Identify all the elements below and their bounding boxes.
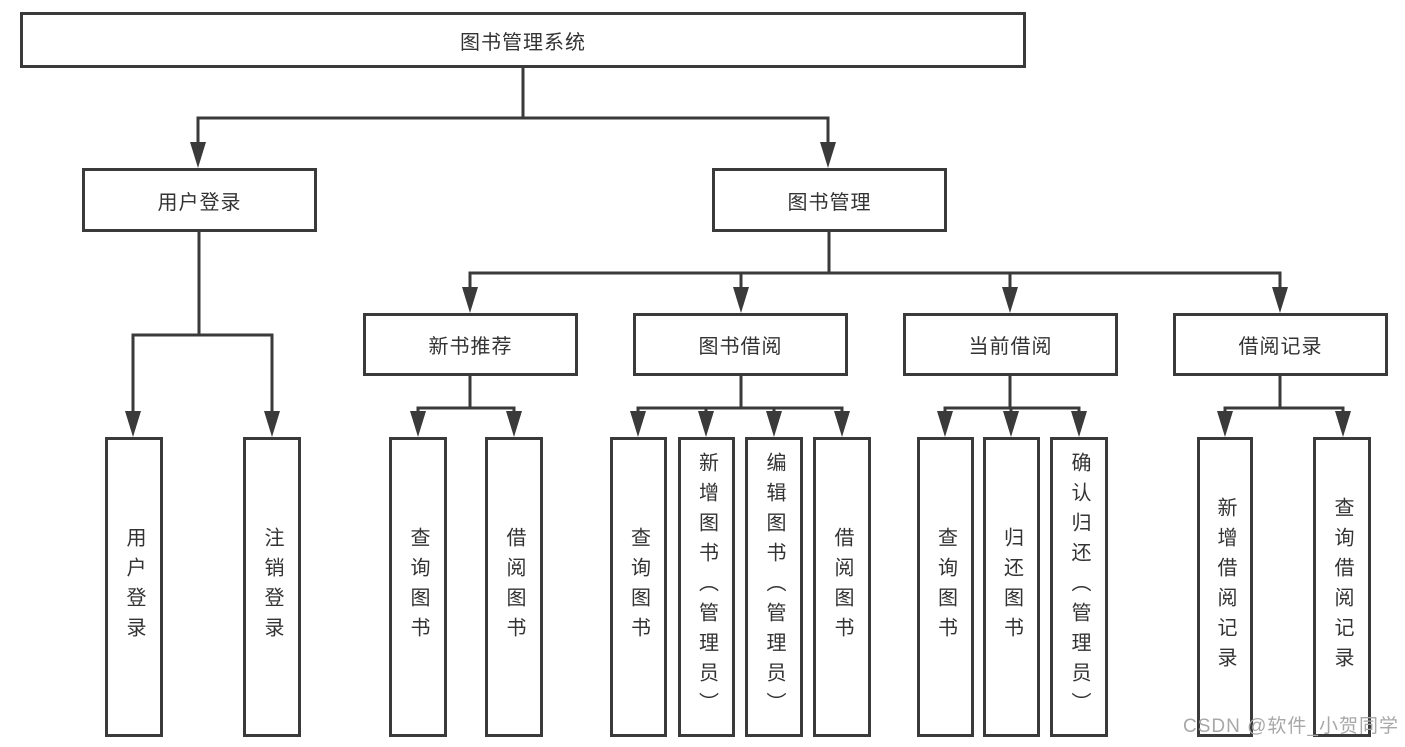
arrow-down-icon [410,411,426,437]
leaf-box-query-books-borrow: 查询图书 [610,437,667,737]
group-box-new-book-recommendation: 新书推荐 [363,313,578,376]
leaf-box-label: 注销登录 [261,527,283,647]
arrow-down-icon [1003,411,1019,437]
branch-box-label: 用户登录 [157,191,242,214]
group-box-label: 当前借阅 [968,336,1053,358]
arrow-down-icon [1002,287,1018,313]
leaf-box-query-books-recommend: 查询图书 [389,437,447,737]
group-box-label: 新书推荐 [428,336,513,358]
leaf-box-label: 查询图书 [934,527,957,647]
leaf-box-label: 编辑图书（管理员） [763,452,785,722]
leaf-box-edit-books-admin: 编辑图书（管理员） [745,437,803,737]
leaf-box-label: 查询借阅记录 [1331,497,1353,677]
leaf-box-add-borrow-record: 新增借阅记录 [1197,437,1253,737]
arrow-down-icon [1217,411,1233,437]
arrow-down-icon [733,287,749,313]
leaf-box-user-login: 用户登录 [105,437,163,737]
arrow-down-icon [820,142,836,168]
group-box-book-borrowing: 图书借阅 [633,313,848,376]
root-box-label: 图书管理系统 [460,31,586,54]
arrowheads [125,142,1351,437]
leaf-box-label: 借阅图书 [831,527,853,647]
leaf-box-borrow-books-recommend: 借阅图书 [485,437,543,737]
arrow-down-icon [125,411,141,437]
group-box-label: 借阅记录 [1238,336,1323,358]
leaf-box-label: 确认归还（管理员） [1068,452,1090,722]
arrow-down-icon [1071,411,1087,437]
branch-box-label: 图书管理 [787,191,872,214]
leaf-box-confirm-return-admin: 确认归还（管理员） [1050,437,1108,737]
group-box-label: 图书借阅 [698,336,783,358]
leaf-box-add-books-admin: 新增图书（管理员） [678,437,735,737]
branch-box-book-management: 图书管理 [712,168,947,232]
arrow-down-icon [834,411,850,437]
leaf-box-borrow-books: 借阅图书 [813,437,871,737]
connector-paths [131,66,1345,415]
arrow-down-icon [630,411,646,437]
leaf-box-query-borrow-record: 查询借阅记录 [1313,437,1371,737]
leaf-box-label: 新增借阅记录 [1214,497,1236,677]
arrow-down-icon [264,411,280,437]
leaf-box-label: 新增图书（管理员） [695,452,718,722]
arrow-down-icon [698,411,714,437]
arrow-down-icon [506,411,522,437]
leaf-box-return-books: 归还图书 [983,437,1040,737]
leaf-box-label: 借阅图书 [503,527,525,647]
leaf-box-label: 用户登录 [123,527,145,647]
arrow-down-icon [190,142,206,168]
leaf-box-query-books-current: 查询图书 [917,437,974,737]
arrow-down-icon [1272,287,1288,313]
branch-box-user-login: 用户登录 [82,168,317,232]
group-box-borrowing-records: 借阅记录 [1173,313,1388,376]
leaf-box-label: 归还图书 [1000,527,1023,647]
group-box-current-borrowing: 当前借阅 [903,313,1118,376]
leaf-box-label: 查询图书 [407,527,429,647]
arrow-down-icon [766,411,782,437]
root-box-library-management-system: 图书管理系统 [20,12,1026,68]
csdn-watermark: CSDN @软件_小贺同学 [1183,716,1399,737]
leaf-box-logout: 注销登录 [243,437,301,737]
arrow-down-icon [462,287,478,313]
arrow-down-icon [937,411,953,437]
leaf-box-label: 查询图书 [627,527,650,647]
arrow-down-icon [1335,411,1351,437]
